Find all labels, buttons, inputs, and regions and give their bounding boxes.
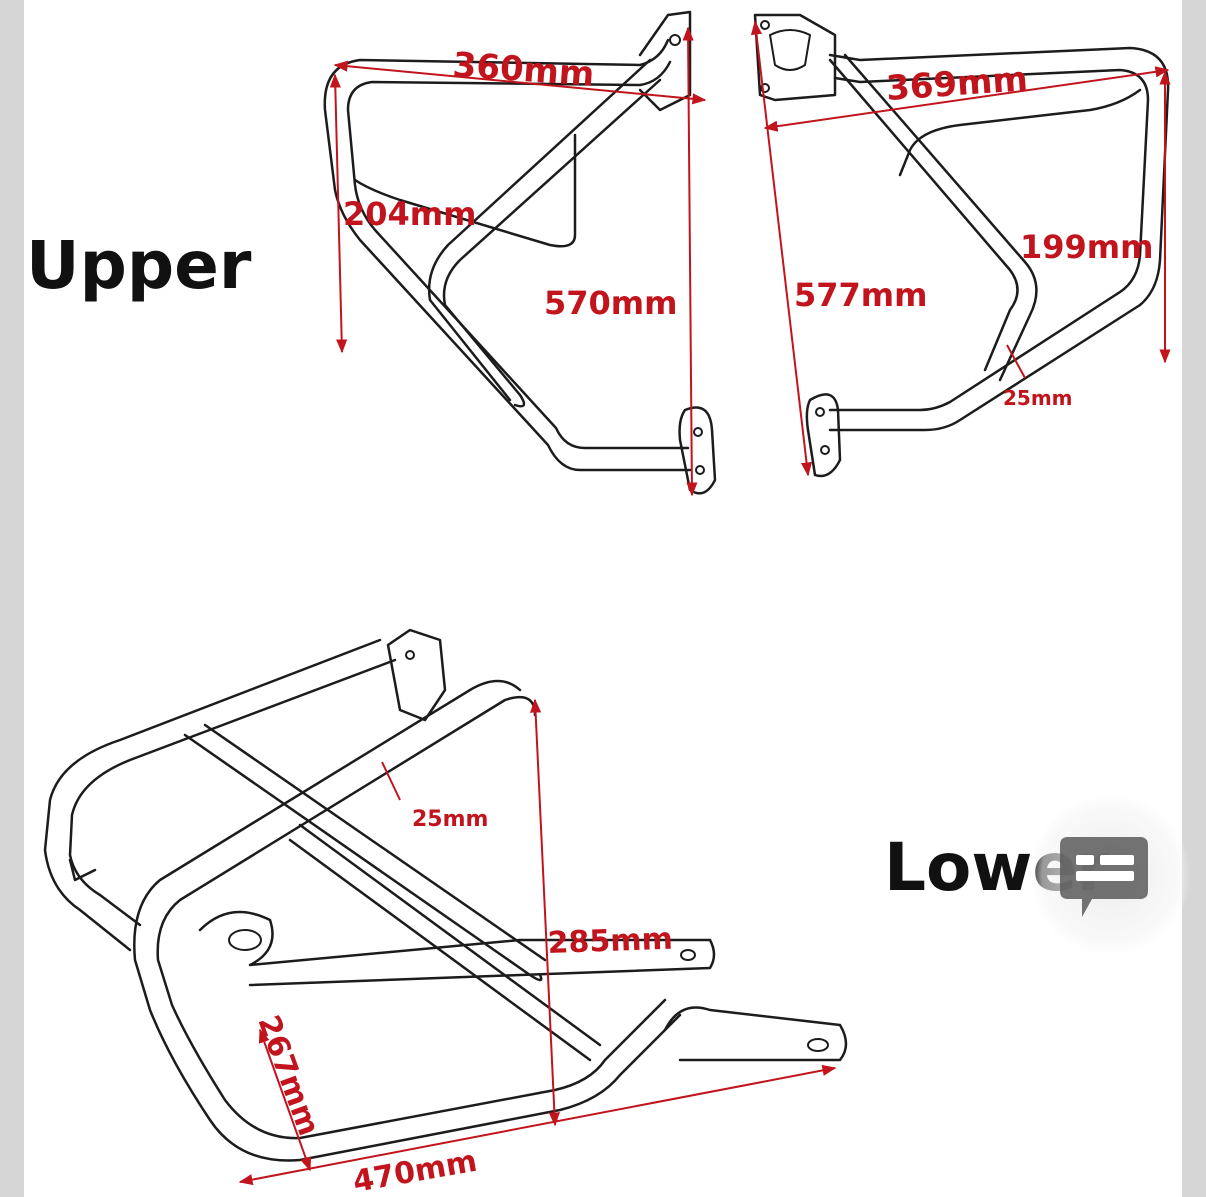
- upper-right-width-label: 369mm: [885, 59, 1029, 109]
- upper-right-length-label: 577mm: [794, 276, 927, 314]
- lower-height-label: 285mm: [547, 922, 673, 961]
- upper-left-width-label: 360mm: [451, 45, 595, 95]
- upper-right-tube-label: 25mm: [1003, 386, 1073, 410]
- upper-left-height-label: 204mm: [343, 195, 476, 233]
- lower-tube-label: 25mm: [412, 807, 488, 832]
- upper-right-height-label: 199mm: [1020, 228, 1153, 266]
- upper-left-length-label: 570mm: [544, 284, 677, 322]
- lower-width-label: 470mm: [350, 1144, 479, 1197]
- dimension-lines: [238, 20, 1171, 1186]
- chat-bubble-icon[interactable]: [1030, 795, 1190, 955]
- diagram-sheet: [24, 0, 1182, 1197]
- lower-depth-label: 267mm: [250, 1011, 326, 1141]
- chat-overlay[interactable]: [1030, 795, 1190, 955]
- lower-bar: [43, 628, 848, 1162]
- upper-section-label: Upper: [26, 227, 252, 304]
